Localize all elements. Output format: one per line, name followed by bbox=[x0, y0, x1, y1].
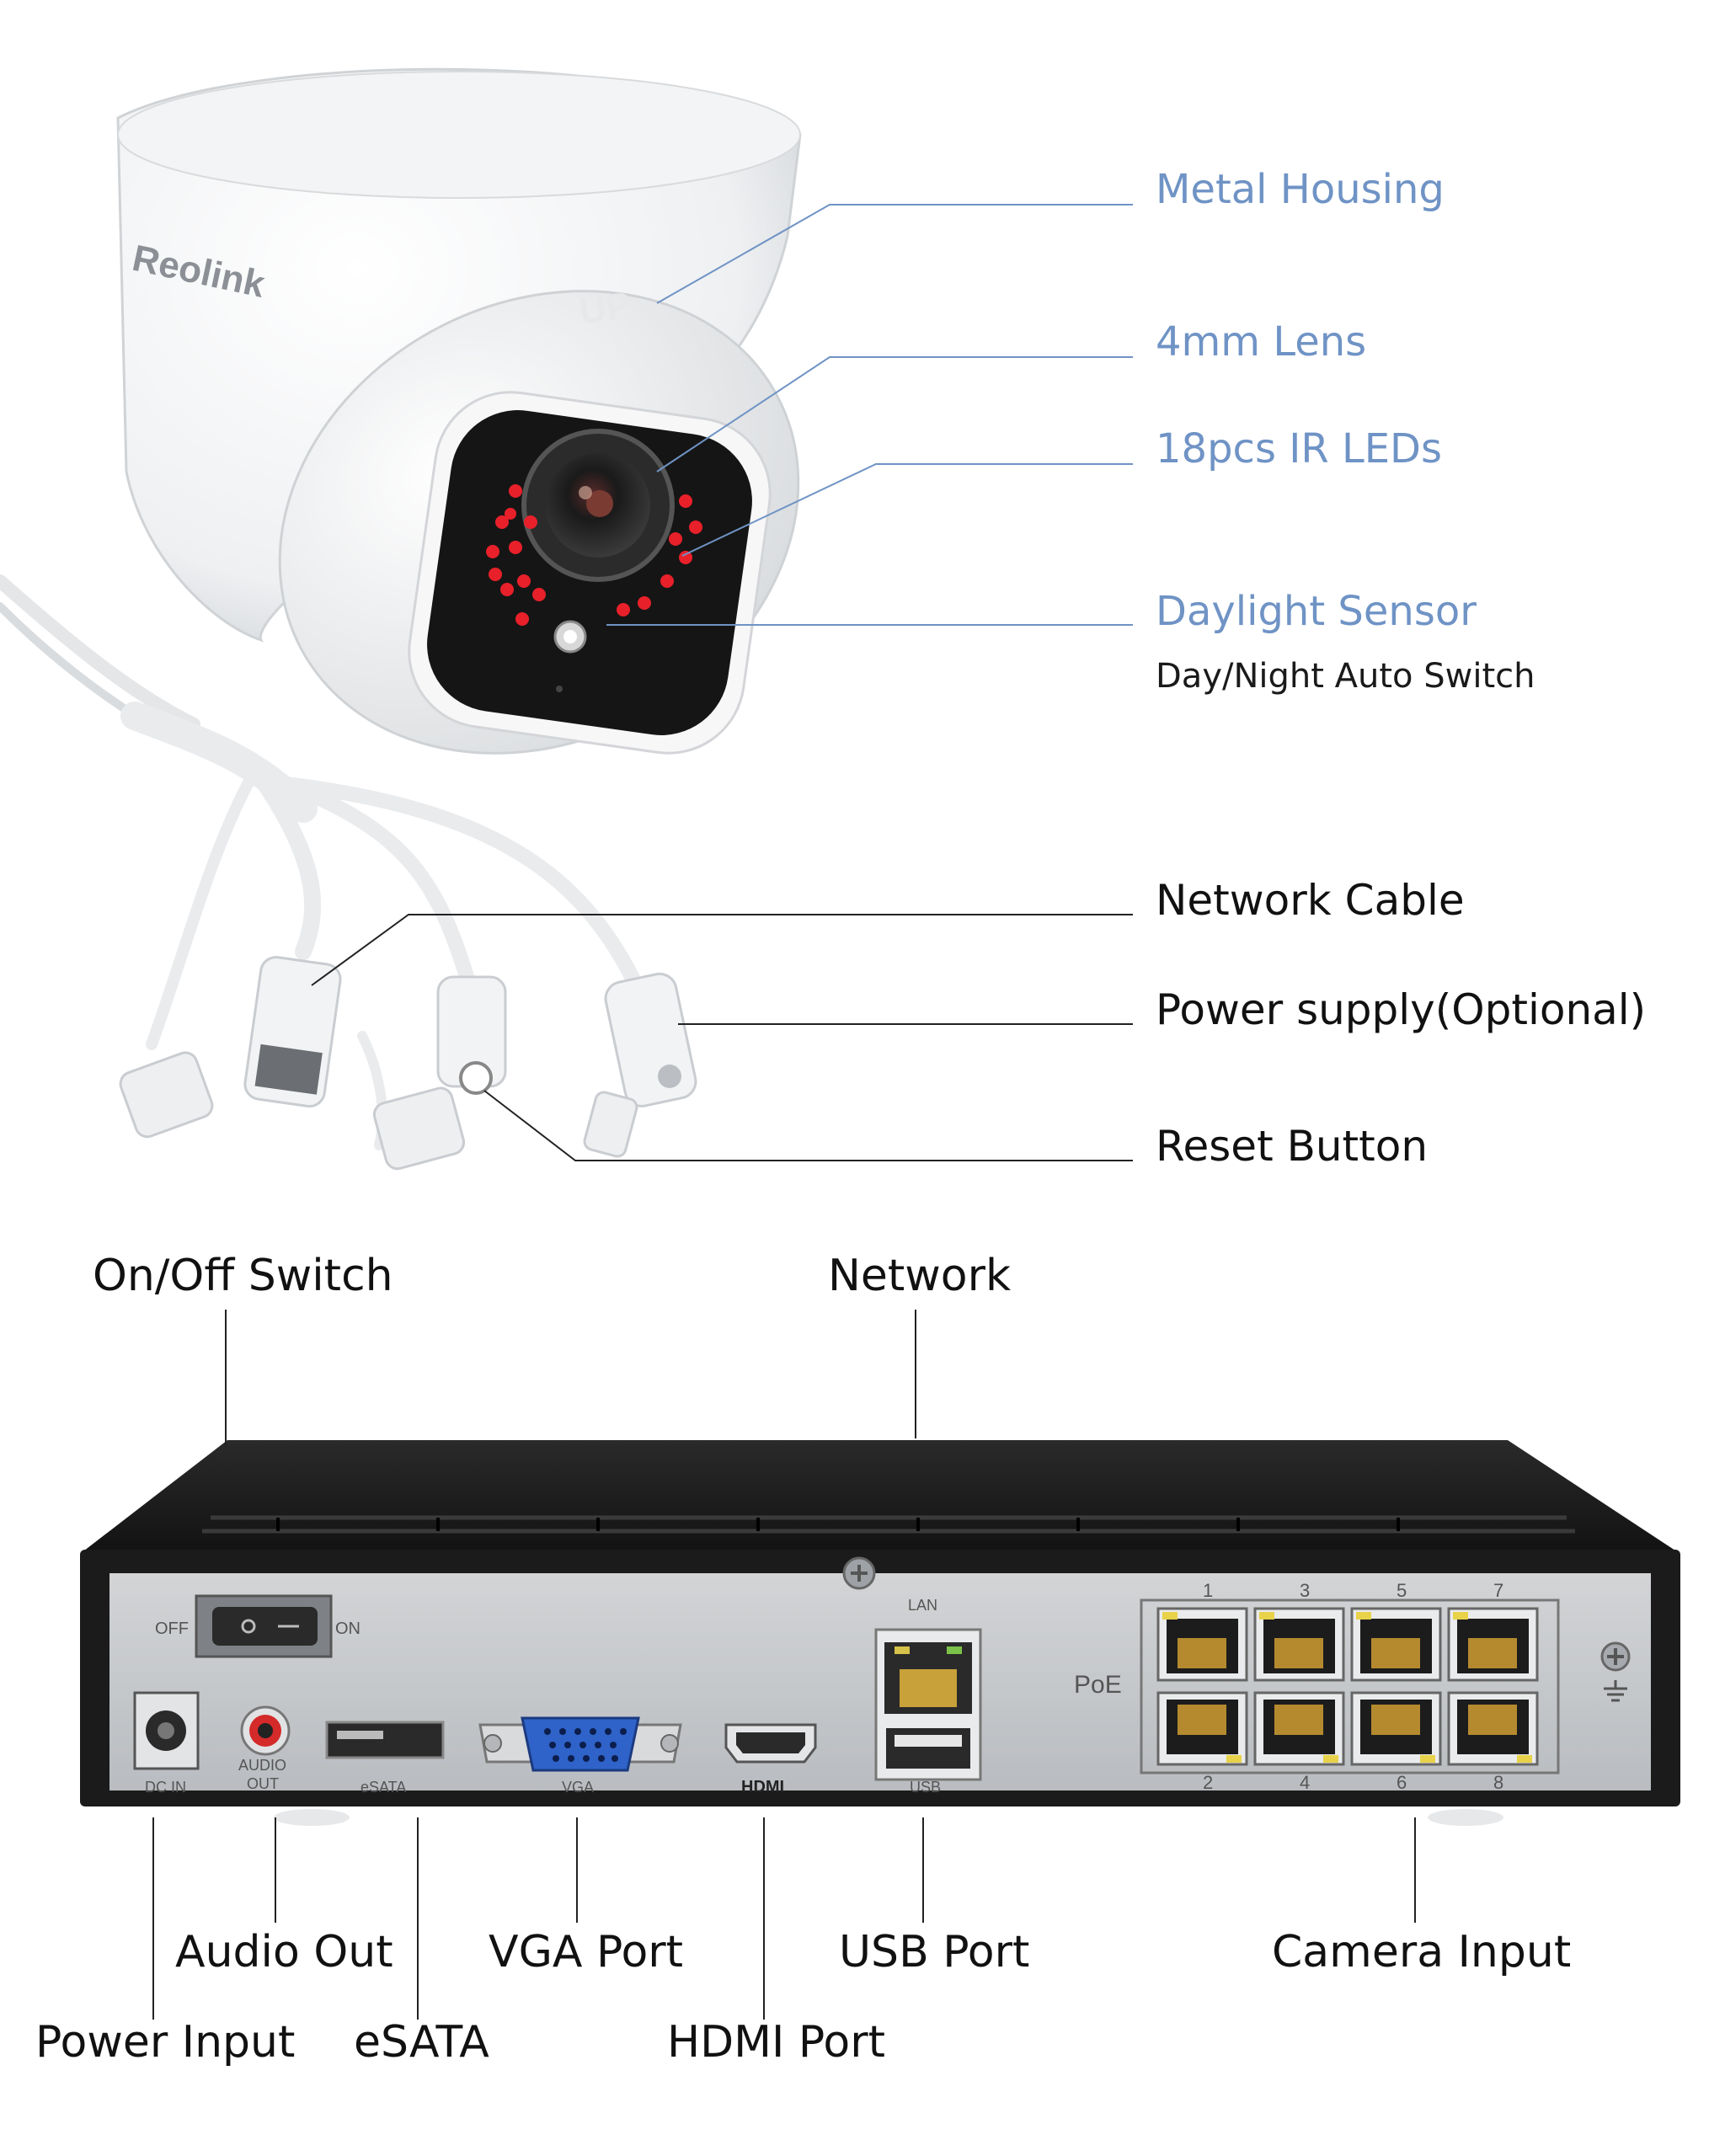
vga-port bbox=[478, 1716, 682, 1772]
callout-daylight-sensor-note: Day/Night Auto Switch bbox=[1156, 657, 1535, 696]
callout-power-input: Power Input bbox=[35, 2017, 296, 2068]
port-number-1: 1 bbox=[1203, 1580, 1213, 1601]
up-mark: UP bbox=[577, 285, 633, 333]
callout-audio-out: Audio Out bbox=[175, 1927, 393, 1977]
port-number-6: 6 bbox=[1397, 1772, 1407, 1793]
audio-out-port bbox=[240, 1705, 291, 1756]
port-number-4: 4 bbox=[1300, 1772, 1310, 1793]
callout-ir-leds: 18pcs IR LEDs bbox=[1156, 425, 1443, 472]
callout-hdmi-port: HDMI Port bbox=[667, 2017, 885, 2068]
port-number-8: 8 bbox=[1493, 1772, 1503, 1793]
callout-on-off-switch: On/Off Switch bbox=[93, 1251, 393, 1301]
callout-network-cable: Network Cable bbox=[1156, 876, 1465, 925]
panel-lan-text: LAN bbox=[908, 1597, 937, 1614]
callout-metal-housing: Metal Housing bbox=[1156, 166, 1445, 213]
callout-reset-button: Reset Button bbox=[1156, 1122, 1429, 1171]
power-switch bbox=[195, 1594, 333, 1658]
callout-usb-port: USB Port bbox=[839, 1927, 1030, 1977]
dc-in-port bbox=[133, 1691, 200, 1770]
panel-usb-text: USB bbox=[910, 1779, 941, 1796]
network-connector bbox=[119, 956, 342, 1139]
panel-off-text: OFF bbox=[155, 1620, 189, 1638]
callout-power-supply: Power supply(Optional) bbox=[1156, 985, 1647, 1034]
panel-on-text: ON bbox=[335, 1620, 360, 1638]
dome-camera: UP Reolink bbox=[0, 67, 802, 755]
callout-camera-input: Camera Input bbox=[1272, 1927, 1572, 1977]
port-number-2: 2 bbox=[1203, 1772, 1213, 1793]
port-number-7: 7 bbox=[1493, 1580, 1503, 1601]
panel-hdmi-text: HDMI bbox=[741, 1778, 784, 1796]
callout-vga-port: VGA Port bbox=[489, 1927, 684, 1977]
panel-vga-text: VGA bbox=[562, 1779, 594, 1796]
callout-daylight-sensor: Daylight Sensor bbox=[1156, 588, 1477, 635]
cable-leader-lines bbox=[311, 914, 1133, 1161]
panel-poe-text: PoE bbox=[1074, 1671, 1122, 1699]
panel-dc-in-text: DC IN bbox=[145, 1779, 186, 1796]
nvr-leader-lines bbox=[152, 1310, 1416, 2020]
panel-audio-text-1: AUDIO bbox=[238, 1757, 286, 1774]
poe-ports bbox=[1140, 1598, 1560, 1774]
callout-lens: 4mm Lens bbox=[1156, 318, 1367, 366]
nvr-recorder: OFF ON DC IN AUDIO OUT eSATA VGA HDMI LA… bbox=[80, 1440, 1680, 1826]
esata-port bbox=[325, 1721, 445, 1759]
callout-network: Network bbox=[828, 1251, 1012, 1301]
port-number-5: 5 bbox=[1397, 1580, 1407, 1601]
callout-esata: eSATA bbox=[354, 2017, 489, 2068]
reset-connector bbox=[372, 975, 507, 1171]
camera-cables bbox=[120, 702, 648, 1150]
panel-audio-text-2: OUT bbox=[247, 1775, 279, 1792]
port-number-3: 3 bbox=[1300, 1580, 1310, 1601]
camera-leader-lines bbox=[606, 204, 1133, 626]
lan-usb-port bbox=[874, 1628, 982, 1781]
hdmi-port bbox=[724, 1723, 817, 1764]
power-connector bbox=[583, 972, 697, 1158]
panel-esata-text: eSATA bbox=[360, 1779, 406, 1796]
